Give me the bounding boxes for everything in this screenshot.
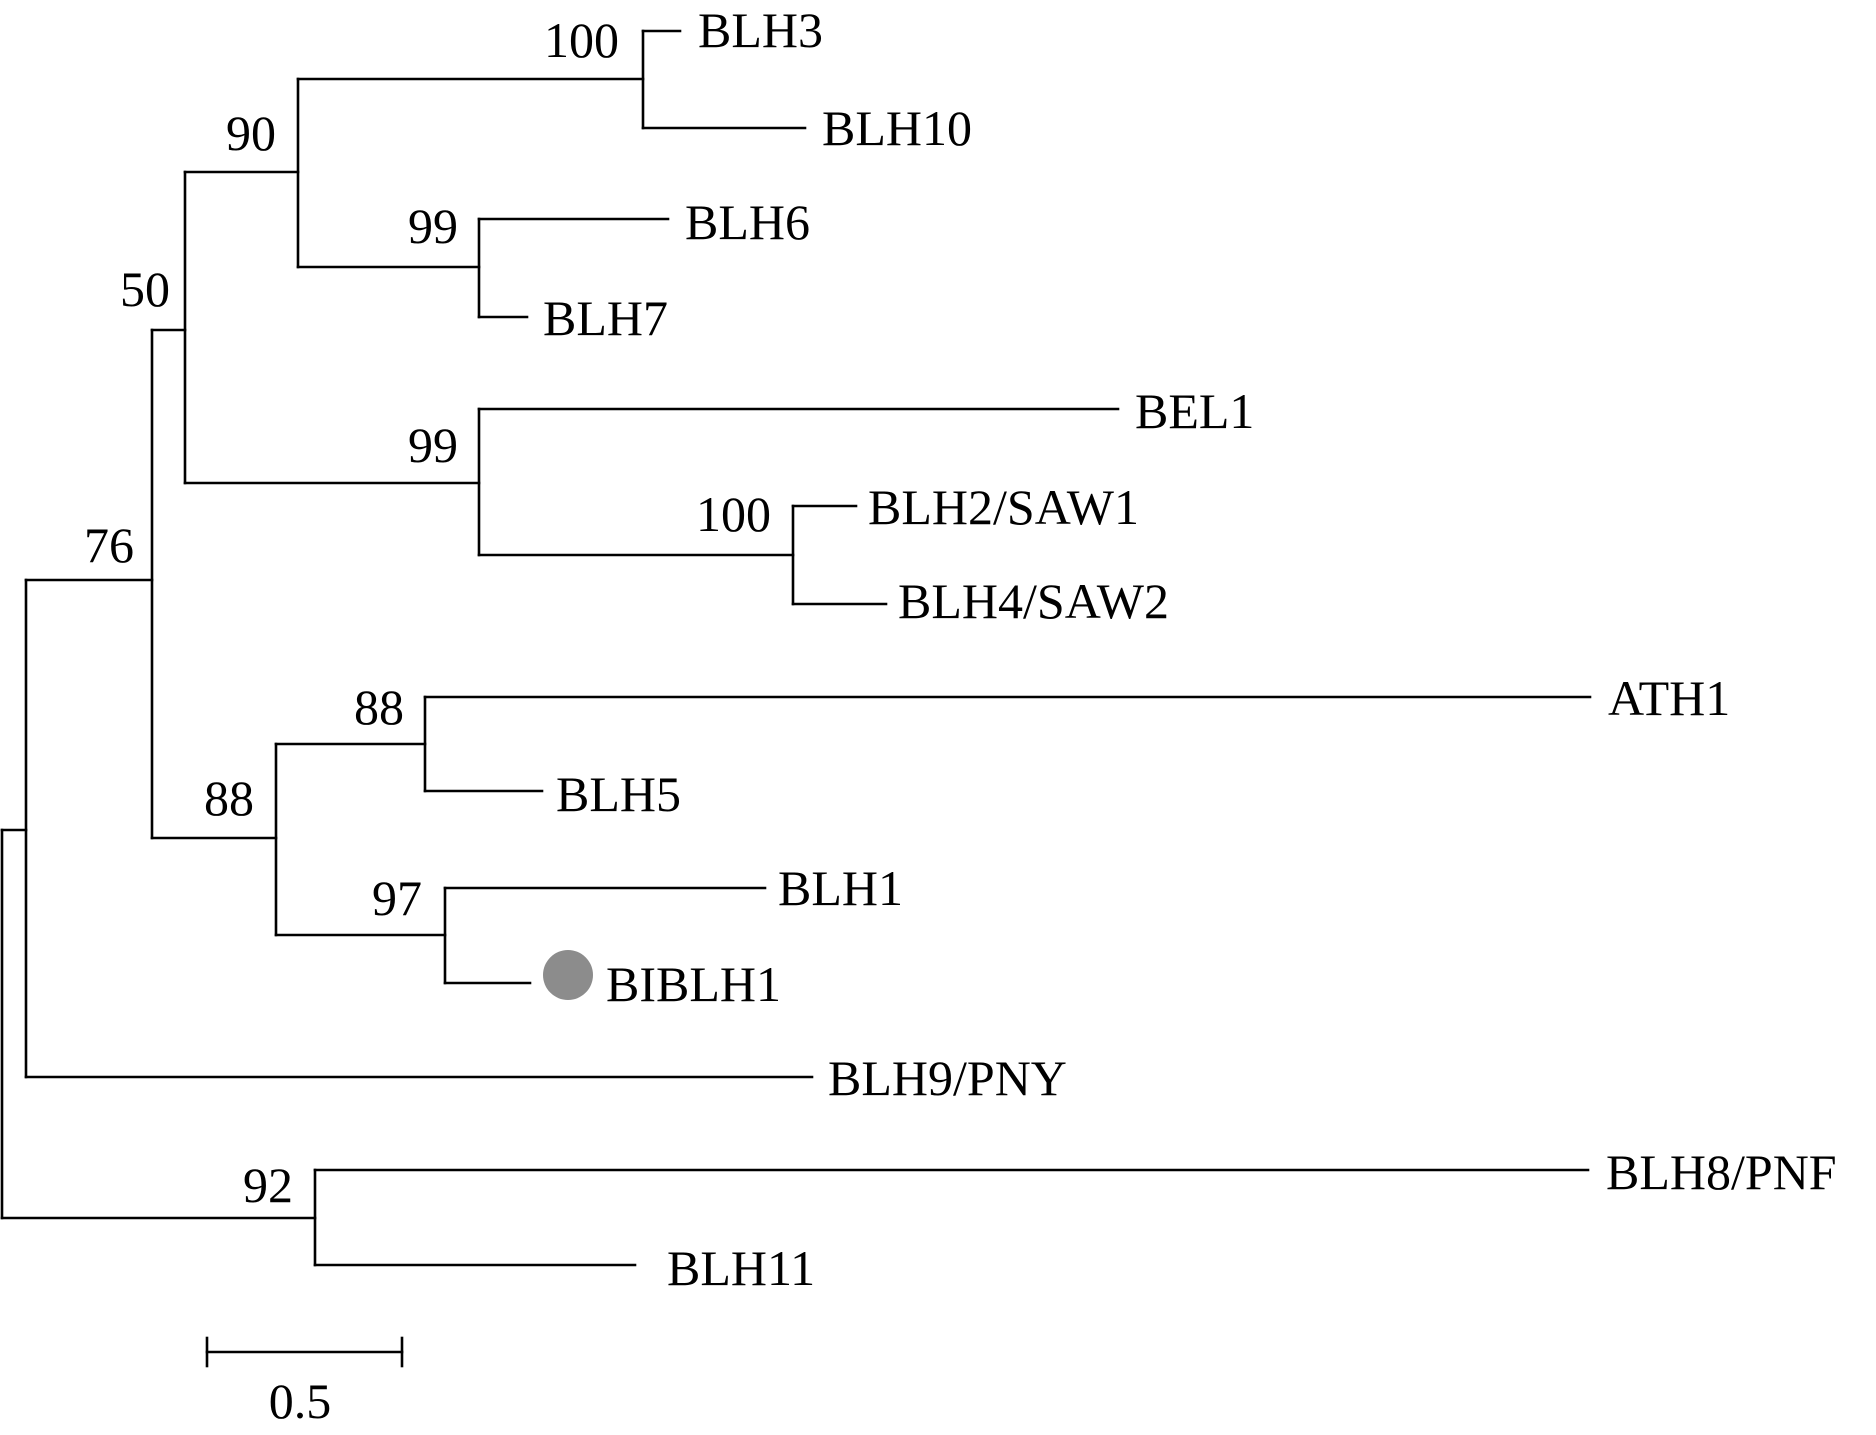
leaf-label-blh5: BLH5 (556, 766, 681, 822)
leaf-label-blh10: BLH10 (822, 100, 972, 156)
leaf-label-blh3: BLH3 (698, 2, 823, 58)
tree-branches (0, 29, 1592, 1267)
support-value-blh3-blh10: 100 (544, 12, 619, 68)
leaf-label-blh8-pnf: BLH8/PNF (1606, 1144, 1837, 1200)
leaf-label-blh11: BLH11 (667, 1240, 815, 1296)
support-value-blh3-blh4: 50 (120, 261, 170, 317)
support-value-blh2-blh4: 100 (696, 486, 771, 542)
leaf-label-bel1: BEL1 (1135, 383, 1254, 439)
support-value-bel1-blh4: 99 (408, 417, 458, 473)
leaf-label-blh1: BLH1 (778, 860, 903, 916)
biblh1-marker-dot (543, 950, 593, 1000)
leaf-label-blh4-saw2: BLH4/SAW2 (898, 573, 1169, 629)
support-value-blh3-biblh1: 76 (84, 517, 134, 573)
leaf-labels: BLH3 BLH10 BLH6 BLH7 BEL1 BLH2/SAW1 BLH4… (543, 2, 1837, 1296)
leaf-label-blh2-saw1: BLH2/SAW1 (868, 479, 1139, 535)
support-value-ath1-biblh1: 88 (204, 770, 254, 826)
scale-bar: 0.5 (205, 1336, 404, 1429)
support-value-ath1-blh5: 88 (354, 679, 404, 735)
support-value-blh1-biblh1: 97 (372, 870, 422, 926)
leaf-label-blh7: BLH7 (543, 290, 668, 346)
leaf-label-blh6: BLH6 (685, 194, 810, 250)
leaf-label-ath1: ATH1 (1608, 670, 1730, 726)
leaf-label-biblh1: BIBLH1 (606, 956, 781, 1012)
support-value-blh8-blh11: 92 (243, 1157, 293, 1213)
support-values: 100 99 90 100 99 50 88 97 88 76 92 (84, 12, 771, 1213)
scale-bar-label: 0.5 (269, 1373, 332, 1429)
leaf-label-blh9-pny: BLH9/PNY (828, 1050, 1067, 1106)
support-value-blh6-blh7: 99 (408, 198, 458, 254)
support-value-blh3-blh7: 90 (226, 105, 276, 161)
